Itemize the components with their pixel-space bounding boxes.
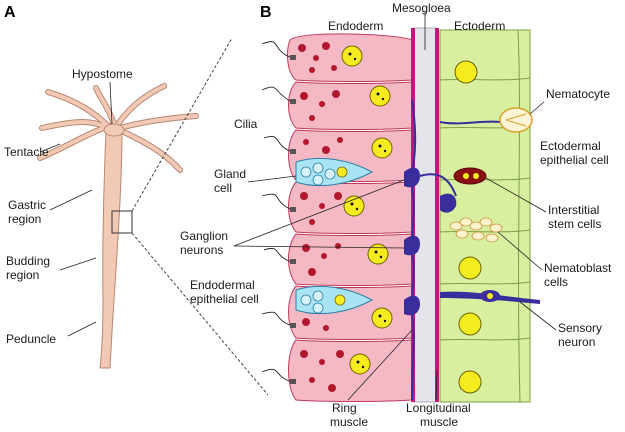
ectoderm-layer: [439, 29, 531, 403]
label-endoderm: Endoderm: [328, 19, 383, 33]
label-ganglion-2: neurons: [180, 243, 223, 257]
zoom-line-bottom: [131, 232, 269, 396]
label-ganglion-1: Ganglion: [180, 229, 228, 243]
label-sensory-1: Sensory: [558, 321, 602, 335]
label-long-1: Longitudinal: [406, 401, 471, 415]
label-long-2: muscle: [420, 415, 458, 429]
label-mesogloea: Mesogloea: [392, 1, 451, 15]
mesogloea-layer: [413, 27, 437, 403]
ganglion-neurons: [404, 167, 457, 316]
label-budding-1: Budding: [6, 254, 50, 268]
label-nematoblast-2: cells: [544, 275, 568, 289]
label-nematocyte: Nematocyte: [546, 87, 610, 101]
label-ecto-epi-1: Ectodermal: [540, 139, 601, 153]
label-budding-2: region: [6, 268, 39, 282]
nematocyte: [499, 107, 533, 133]
label-ectoderm: Ectoderm: [454, 19, 505, 33]
label-tentacle: Tentacle: [4, 145, 49, 159]
ectoderm-nuclei: [454, 60, 482, 394]
label-gland-1: Gland: [214, 167, 246, 181]
nematoblast-cells: [449, 217, 503, 243]
label-gland-2: cell: [214, 181, 232, 195]
label-hypostome: Hypostome: [72, 67, 133, 81]
label-sensory-2: neuron: [558, 335, 595, 349]
label-ecto-epi-2: epithelial cell: [540, 153, 609, 167]
label-ring-2: muscle: [330, 415, 368, 429]
label-nematoblast-1: Nematoblast: [544, 261, 612, 275]
label-interstitial-2: stem cells: [548, 217, 601, 231]
longitudinal-muscle: [435, 28, 439, 402]
label-endo-epi-1: Endodermal: [190, 278, 255, 292]
label-interstitial-1: Interstitial: [548, 203, 599, 217]
gland-cell-lower: [295, 285, 374, 315]
zoom-box: [111, 210, 133, 234]
interstitial-stem-cells: [453, 167, 487, 185]
panel-a-label: A: [4, 4, 16, 21]
endoderm-granules: [298, 42, 344, 392]
label-gastric-2: region: [8, 212, 41, 226]
hypostome-shape: [103, 123, 125, 137]
label-gastric-1: Gastric: [8, 198, 46, 212]
label-ring-1: Ring: [332, 401, 357, 415]
hydra-body: [37, 83, 199, 369]
label-cilia: Cilia: [234, 117, 258, 131]
zoom-line-top: [131, 37, 233, 212]
gland-cell-upper: [295, 157, 374, 187]
panel-b-label: B: [260, 4, 272, 21]
cilia: [261, 41, 293, 383]
label-endo-epi-2: epithelial cell: [190, 292, 259, 306]
hydra-column: [99, 129, 123, 369]
label-peduncle: Peduncle: [6, 332, 56, 346]
